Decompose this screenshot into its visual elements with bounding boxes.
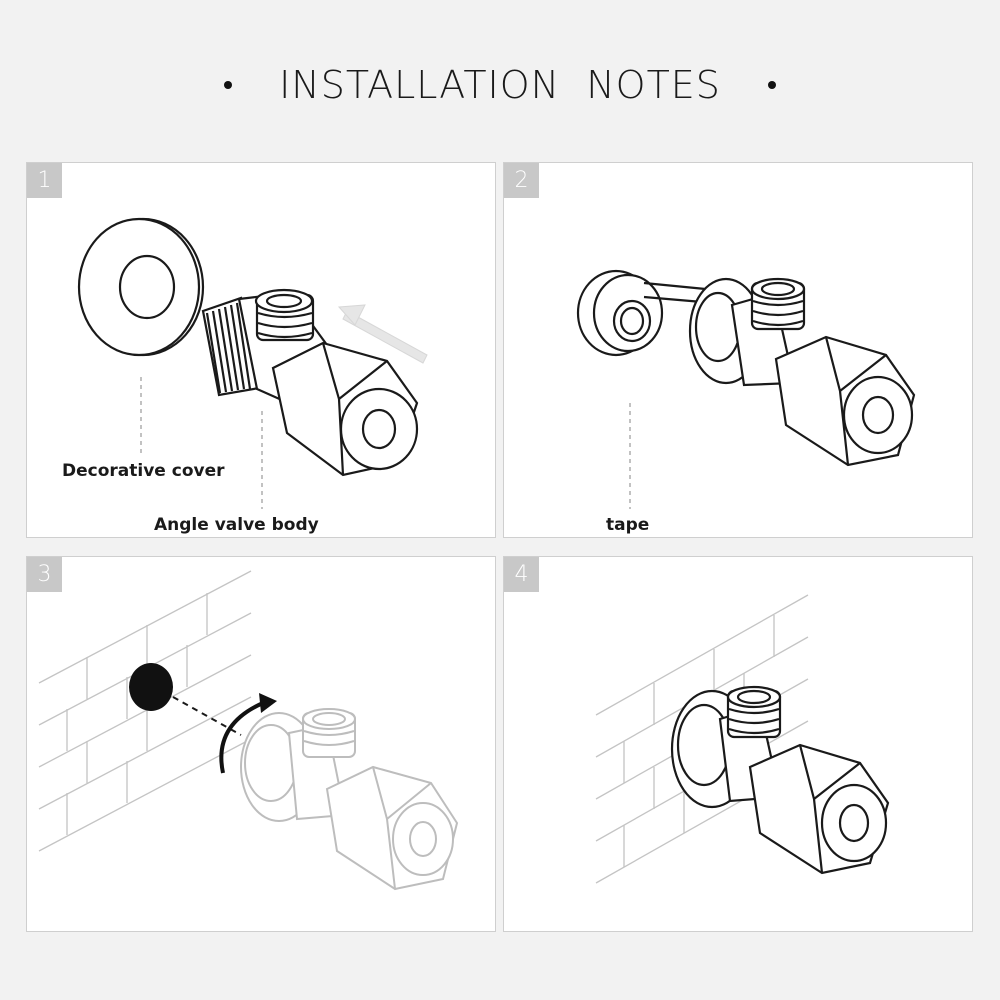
tape-roll-drawing — [576, 269, 727, 357]
right-bullet — [768, 81, 776, 89]
wall-hole-drawing — [129, 663, 173, 711]
page-title: INSTALLATION NOTES — [279, 63, 721, 107]
brick-wall-drawing — [38, 570, 252, 852]
angle-valve-body-label: Angle valve body — [154, 515, 319, 535]
step-number-badge: 3 — [27, 557, 62, 592]
step-1-illustration — [77, 217, 428, 509]
step-1-panel: 1 — [26, 162, 496, 538]
step-3-illustration — [38, 570, 459, 891]
step-number-badge: 1 — [27, 163, 62, 198]
step-4-panel: 4 — [503, 556, 973, 932]
header: INSTALLATION NOTES — [0, 50, 1000, 120]
step-number-badge: 4 — [504, 557, 539, 592]
valve-drawing-faded — [240, 708, 459, 891]
decorative-cover-label: Decorative cover — [62, 461, 225, 481]
step-number-badge: 2 — [504, 163, 539, 198]
valve-body-drawing — [237, 288, 419, 477]
step-4-illustration — [595, 594, 890, 884]
valve-drawing — [688, 277, 916, 467]
direction-arrow-icon — [337, 304, 428, 364]
rotation-arrow-icon — [219, 701, 264, 774]
step-3-panel: 3 — [26, 556, 496, 932]
step-2-illustration — [576, 269, 916, 509]
step-2-panel: 2 — [503, 162, 973, 538]
left-bullet — [224, 81, 232, 89]
installed-valve-drawing — [670, 685, 890, 875]
decorative-cover-drawing — [77, 217, 205, 357]
tape-label: tape — [606, 515, 650, 535]
